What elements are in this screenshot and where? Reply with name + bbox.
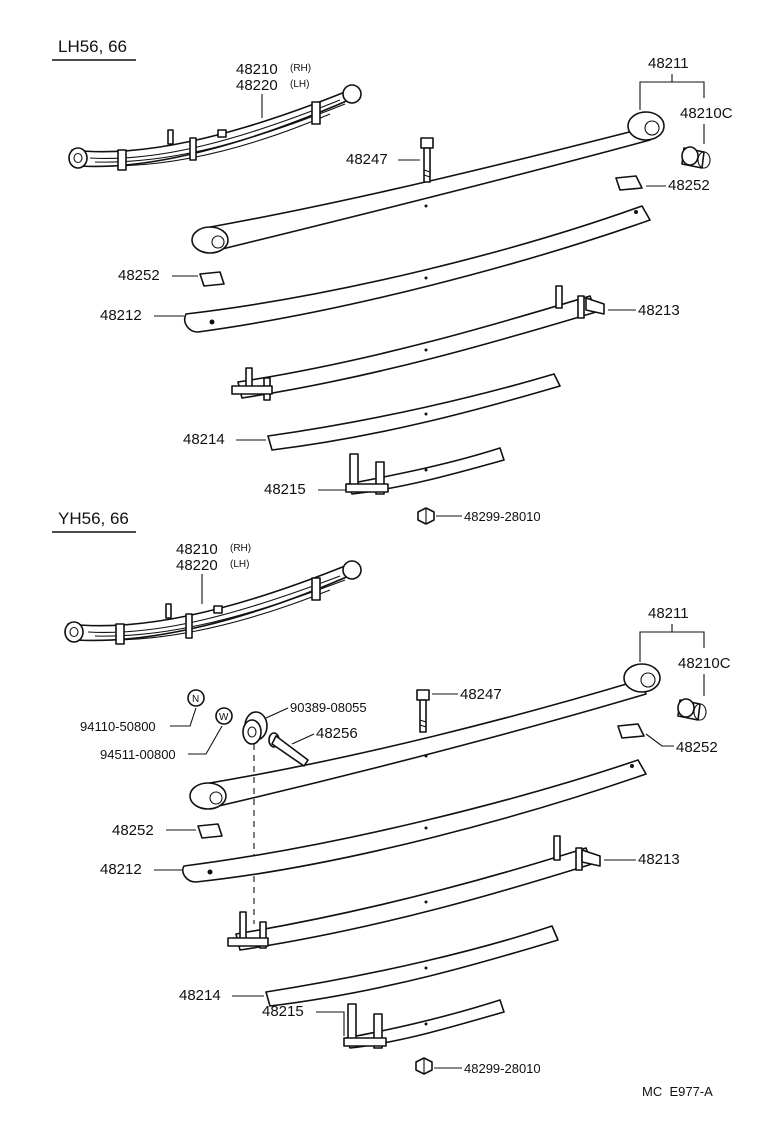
clip-bolt-drawing — [268, 732, 309, 767]
nut-drawing — [415, 1057, 433, 1075]
leaf-no1-drawing — [191, 111, 665, 254]
leaf-no2-drawing — [183, 205, 651, 333]
bushing-number: 48210C — [678, 655, 731, 672]
leaf-no3-drawing — [231, 285, 605, 401]
spring-assy-number: 48210 — [176, 541, 218, 558]
clip-bolt-number: 48256 — [316, 725, 358, 742]
washer-symbol-drawing: W — [215, 707, 233, 725]
nut-drawing — [417, 507, 435, 525]
nut-symbol-drawing: N — [187, 689, 205, 707]
leaf-no3-number: 48213 — [638, 302, 680, 319]
bushing-drawing — [677, 698, 707, 721]
leaf-no2-number: 48212 — [100, 861, 142, 878]
section-title: LH56, 66 — [58, 37, 127, 56]
clip-bolt-leader — [291, 733, 315, 745]
leaf-no5-number: 48215 — [264, 481, 306, 498]
leaf-no3-number: 48213 — [638, 851, 680, 868]
leaf-spring-assembly-drawing — [64, 560, 362, 645]
nut-number: 48299-28010 — [464, 1061, 541, 1076]
bushing-number: 48210C — [680, 105, 733, 122]
washer-callout-number: 94511-00800 — [100, 747, 176, 762]
spacer-drawing — [242, 711, 268, 745]
leaf-no1-number: 48211 — [648, 605, 689, 622]
leaf-no1-number: 48211 — [648, 55, 689, 72]
nut-symbol-letter: N — [192, 694, 199, 705]
spring-assy-alt-number: 48220 — [236, 77, 278, 94]
leaf-no5-drawing — [345, 447, 505, 495]
leaf-no4-number: 48214 — [183, 431, 225, 448]
spring-assy-alt-number: 48220 — [176, 557, 218, 574]
section-title: YH56, 66 — [58, 509, 129, 528]
nut-callout-leader — [170, 707, 197, 727]
spacer-leader — [265, 707, 289, 719]
center-bolt-number: 48247 — [346, 151, 388, 168]
insert-lower-drawing — [199, 271, 225, 287]
leaf-no2-drawing — [181, 759, 647, 883]
section-yh56-66: YH56, 66 48210 (RH) 48220 (LH) — [52, 509, 731, 1076]
center-bolt-drawing — [416, 689, 430, 733]
center-bolt-number: 48247 — [460, 686, 502, 703]
insert-upper-drawing — [615, 175, 643, 191]
leaf-no1-drawing — [189, 663, 661, 810]
leaf-no4-drawing — [267, 373, 561, 451]
leaf-no2-number: 48212 — [100, 307, 142, 324]
insert-lower-number: 48252 — [118, 267, 160, 284]
washer-symbol-letter: W — [219, 712, 229, 723]
insert-upper-leader — [645, 733, 674, 747]
spring-assy-lh: (LH) — [290, 79, 309, 90]
insert-lower-number: 48252 — [112, 822, 154, 839]
bushing-drawing — [681, 146, 711, 169]
washer-callout-leader — [188, 725, 223, 755]
insert-upper-drawing — [617, 723, 645, 739]
spring-assy-lh: (LH) — [230, 559, 249, 570]
leaf-no4-drawing — [265, 925, 559, 1007]
nut-callout-number: 94110-50800 — [80, 719, 156, 734]
center-bolt-drawing — [420, 137, 434, 183]
spring-assy-rh: (RH) — [290, 63, 311, 74]
leaf-spring-assembly-drawing — [68, 84, 362, 171]
leaf-no1-leader — [639, 74, 705, 110]
nut-number: 48299-28010 — [464, 509, 541, 524]
leaf-no1-leader — [639, 624, 705, 662]
leaf-no5-number: 48215 — [262, 1003, 304, 1020]
leaf-no5-drawing — [343, 999, 505, 1049]
leaf-no4-number: 48214 — [179, 987, 221, 1004]
spring-assy-number: 48210 — [236, 61, 278, 78]
illustration-code: MC E977-A — [642, 1084, 713, 1099]
section-lh56-66: LH56, 66 48210 (RH) 48220 (LH) — [52, 37, 733, 525]
leaf-no5-leader — [316, 1011, 345, 1036]
spacer-number: 90389-08055 — [290, 700, 367, 715]
insert-upper-number: 48252 — [668, 177, 710, 194]
spring-assy-rh: (RH) — [230, 543, 251, 554]
leaf-no3-drawing — [227, 835, 601, 951]
insert-lower-drawing — [197, 823, 223, 839]
insert-upper-number: 48252 — [676, 739, 718, 756]
